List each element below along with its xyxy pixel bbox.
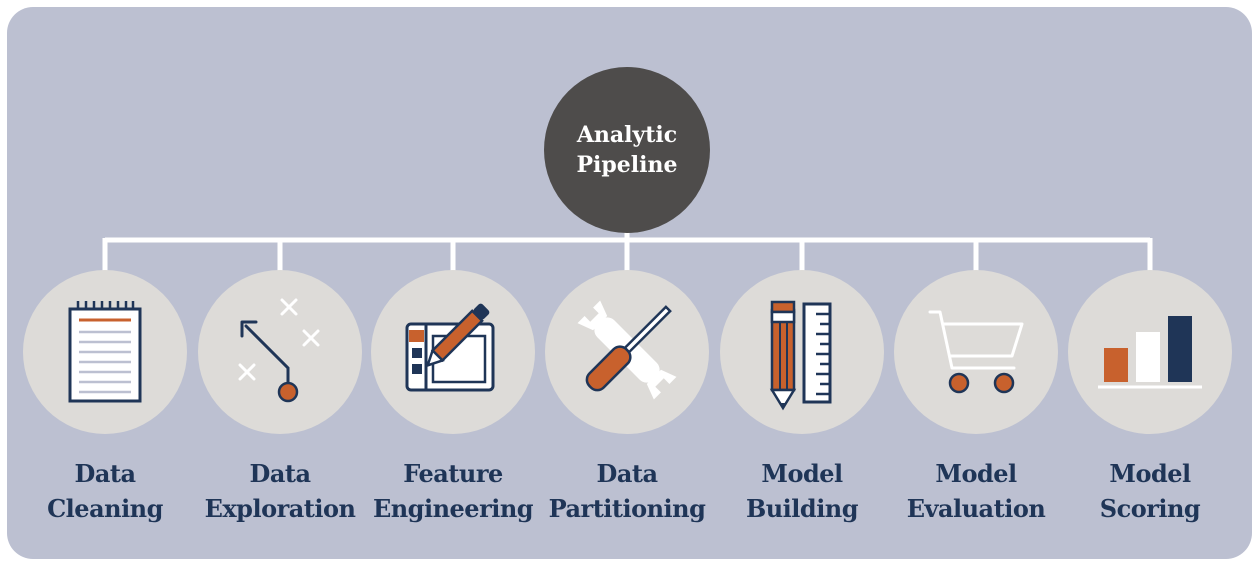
step-label-line1: Data bbox=[74, 459, 137, 488]
step-model-scoring: Model Scoring bbox=[1066, 270, 1234, 534]
step-label-line1: Data bbox=[249, 459, 312, 488]
step-circle bbox=[371, 270, 535, 434]
step-label-line2: Cleaning bbox=[47, 494, 163, 523]
step-data-cleaning: Data Cleaning bbox=[21, 270, 189, 534]
step-circle bbox=[1068, 270, 1232, 434]
step-label-line1: Model bbox=[935, 459, 1017, 488]
step-label: Data Partitioning bbox=[531, 456, 723, 526]
step-label-line1: Data bbox=[596, 459, 659, 488]
strategy-play-icon bbox=[238, 298, 320, 403]
step-label: Data Exploration bbox=[184, 456, 376, 526]
bar-chart-icon bbox=[1098, 316, 1202, 389]
shopping-cart-icon bbox=[928, 310, 1024, 394]
step-circle bbox=[720, 270, 884, 434]
step-label: Feature Engineering bbox=[357, 456, 549, 526]
drawing-tablet-icon bbox=[405, 303, 495, 392]
root-title-line2: Pipeline bbox=[576, 152, 678, 178]
step-circle bbox=[198, 270, 362, 434]
step-label-line2: Evaluation bbox=[906, 494, 1046, 523]
step-data-partitioning: Data Partitioning bbox=[543, 270, 711, 534]
step-label-line1: Model bbox=[1109, 459, 1191, 488]
step-label-line2: Engineering bbox=[372, 494, 534, 523]
step-circle bbox=[894, 270, 1058, 434]
step-label-line1: Feature bbox=[403, 459, 503, 488]
step-label: Data Cleaning bbox=[9, 456, 201, 526]
pencil-ruler-icon bbox=[769, 300, 832, 411]
step-label-line2: Partitioning bbox=[548, 494, 706, 523]
step-label: Model Evaluation bbox=[880, 456, 1072, 526]
step-label-line1: Model bbox=[761, 459, 843, 488]
step-label-line2: Building bbox=[745, 494, 859, 523]
step-label: Model Building bbox=[706, 456, 898, 526]
step-circle bbox=[545, 270, 709, 434]
step-model-evaluation: Model Evaluation bbox=[892, 270, 1060, 534]
root-node-analytic-pipeline: Analytic Pipeline bbox=[544, 67, 710, 233]
step-label-line2: Scoring bbox=[1099, 494, 1201, 523]
step-circle bbox=[23, 270, 187, 434]
root-title-line1: Analytic bbox=[576, 122, 678, 148]
notepad-icon bbox=[68, 301, 142, 403]
step-data-exploration: Data Exploration bbox=[196, 270, 364, 534]
wrench-screwdriver-icon bbox=[577, 300, 677, 400]
step-label-line2: Exploration bbox=[204, 494, 356, 523]
step-feature-engineering: Feature Engineering bbox=[369, 270, 537, 534]
step-label: Model Scoring bbox=[1054, 456, 1246, 526]
step-model-building: Model Building bbox=[718, 270, 886, 534]
